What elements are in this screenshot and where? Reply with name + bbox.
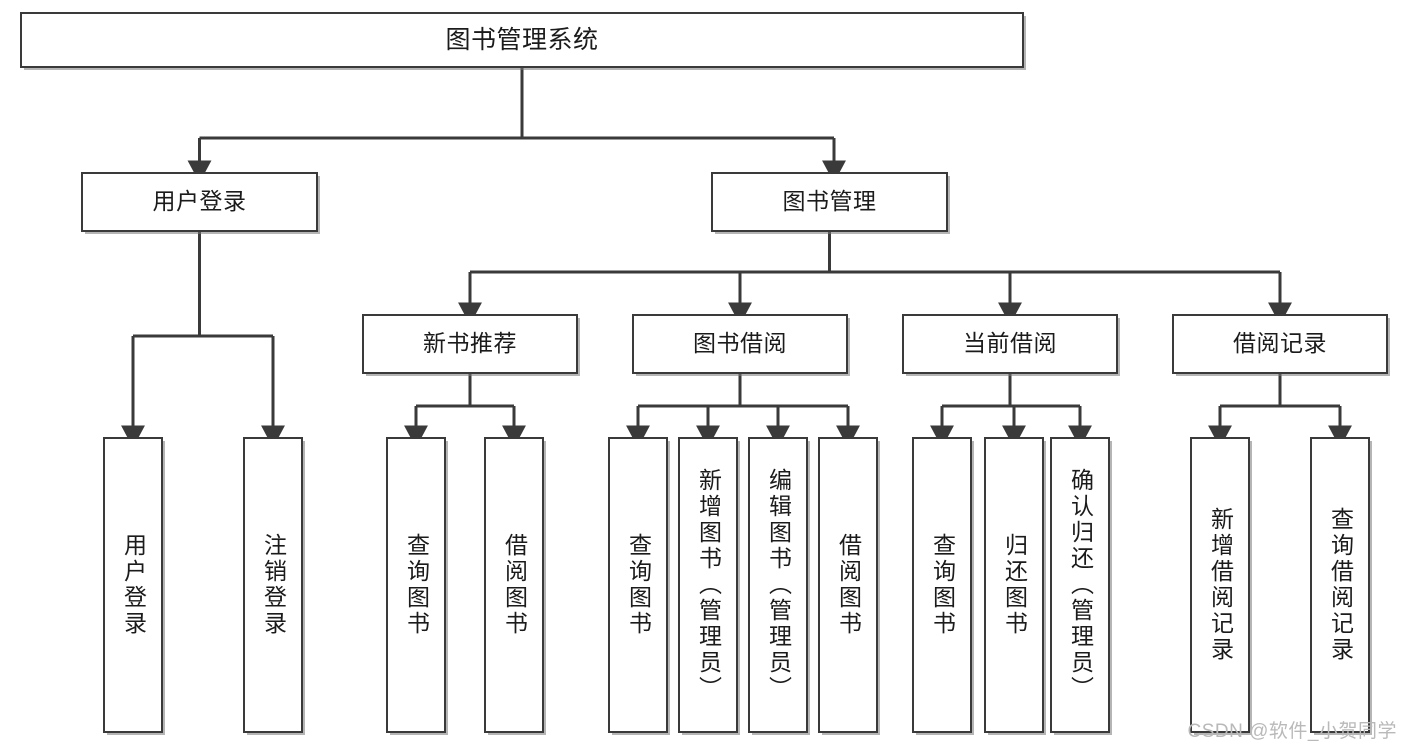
node-book-borrow-label: 图书借阅 (693, 330, 787, 357)
node-leaf-confirm-return-label: 确认归还（管理员） (1067, 468, 1094, 702)
node-leaf-confirm-return[interactable]: 确认归还（管理员） (1050, 437, 1110, 733)
node-leaf-query-book-2[interactable]: 查询图书 (608, 437, 668, 733)
node-leaf-query-book-1[interactable]: 查询图书 (386, 437, 446, 733)
node-borrow-record-label: 借阅记录 (1233, 330, 1327, 357)
node-leaf-query-record-label: 查询借阅记录 (1327, 507, 1354, 663)
node-leaf-return-book[interactable]: 归还图书 (984, 437, 1044, 733)
node-leaf-query-book-3[interactable]: 查询图书 (912, 437, 972, 733)
node-leaf-add-record[interactable]: 新增借阅记录 (1190, 437, 1250, 733)
node-leaf-add-book-label: 新增图书（管理员） (695, 468, 722, 702)
node-leaf-borrow-book-1-label: 借阅图书 (501, 533, 528, 637)
node-leaf-user-login-label: 用户登录 (120, 533, 147, 637)
node-current-borrow[interactable]: 当前借阅 (902, 314, 1118, 374)
node-book-manage[interactable]: 图书管理 (711, 172, 948, 232)
node-leaf-logout-label: 注销登录 (260, 533, 287, 637)
node-borrow-record[interactable]: 借阅记录 (1172, 314, 1388, 374)
node-new-book-recommend-label: 新书推荐 (423, 330, 517, 357)
node-leaf-borrow-book-1[interactable]: 借阅图书 (484, 437, 544, 733)
node-leaf-logout[interactable]: 注销登录 (243, 437, 303, 733)
node-root-label: 图书管理系统 (445, 26, 599, 54)
node-current-borrow-label: 当前借阅 (963, 330, 1057, 357)
node-leaf-query-book-1-label: 查询图书 (403, 533, 430, 637)
node-leaf-query-book-2-label: 查询图书 (625, 533, 652, 637)
node-book-borrow[interactable]: 图书借阅 (632, 314, 848, 374)
node-user-login[interactable]: 用户登录 (81, 172, 318, 232)
node-leaf-edit-book[interactable]: 编辑图书（管理员） (748, 437, 808, 733)
node-user-login-label: 用户登录 (152, 188, 247, 215)
node-leaf-add-record-label: 新增借阅记录 (1207, 507, 1234, 663)
node-leaf-edit-book-label: 编辑图书（管理员） (765, 468, 792, 702)
node-root[interactable]: 图书管理系统 (20, 12, 1024, 68)
node-leaf-add-book[interactable]: 新增图书（管理员） (678, 437, 738, 733)
node-book-manage-label: 图书管理 (782, 188, 877, 215)
node-leaf-query-book-3-label: 查询图书 (929, 533, 956, 637)
node-leaf-borrow-book-2-label: 借阅图书 (835, 533, 862, 637)
node-leaf-borrow-book-2[interactable]: 借阅图书 (818, 437, 878, 733)
node-leaf-user-login[interactable]: 用户登录 (103, 437, 163, 733)
node-leaf-return-book-label: 归还图书 (1001, 533, 1028, 637)
watermark: CSDN @软件_小贺同学 (1187, 721, 1397, 742)
node-new-book-recommend[interactable]: 新书推荐 (362, 314, 578, 374)
node-leaf-query-record[interactable]: 查询借阅记录 (1310, 437, 1370, 733)
